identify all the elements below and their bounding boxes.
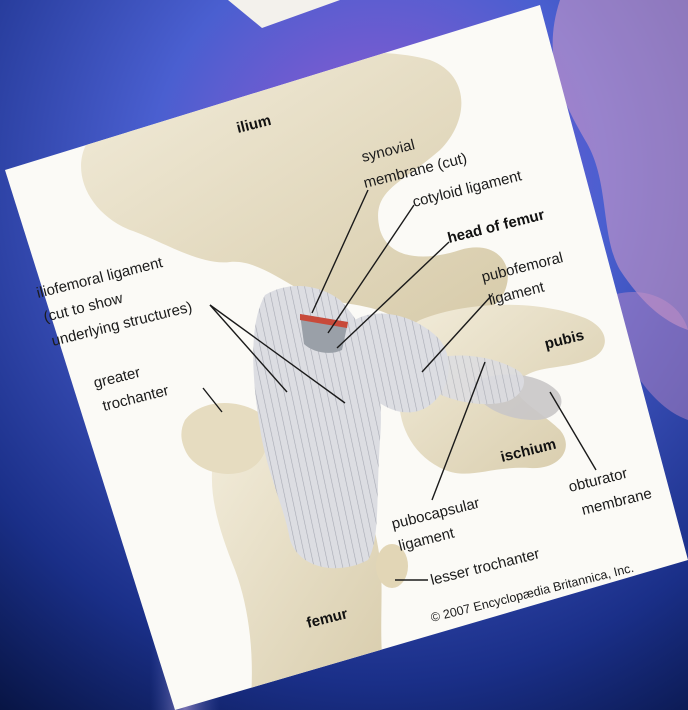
hip-joint-illustration: ilium synovial membrane (cut) cotyloid l… bbox=[0, 0, 688, 710]
